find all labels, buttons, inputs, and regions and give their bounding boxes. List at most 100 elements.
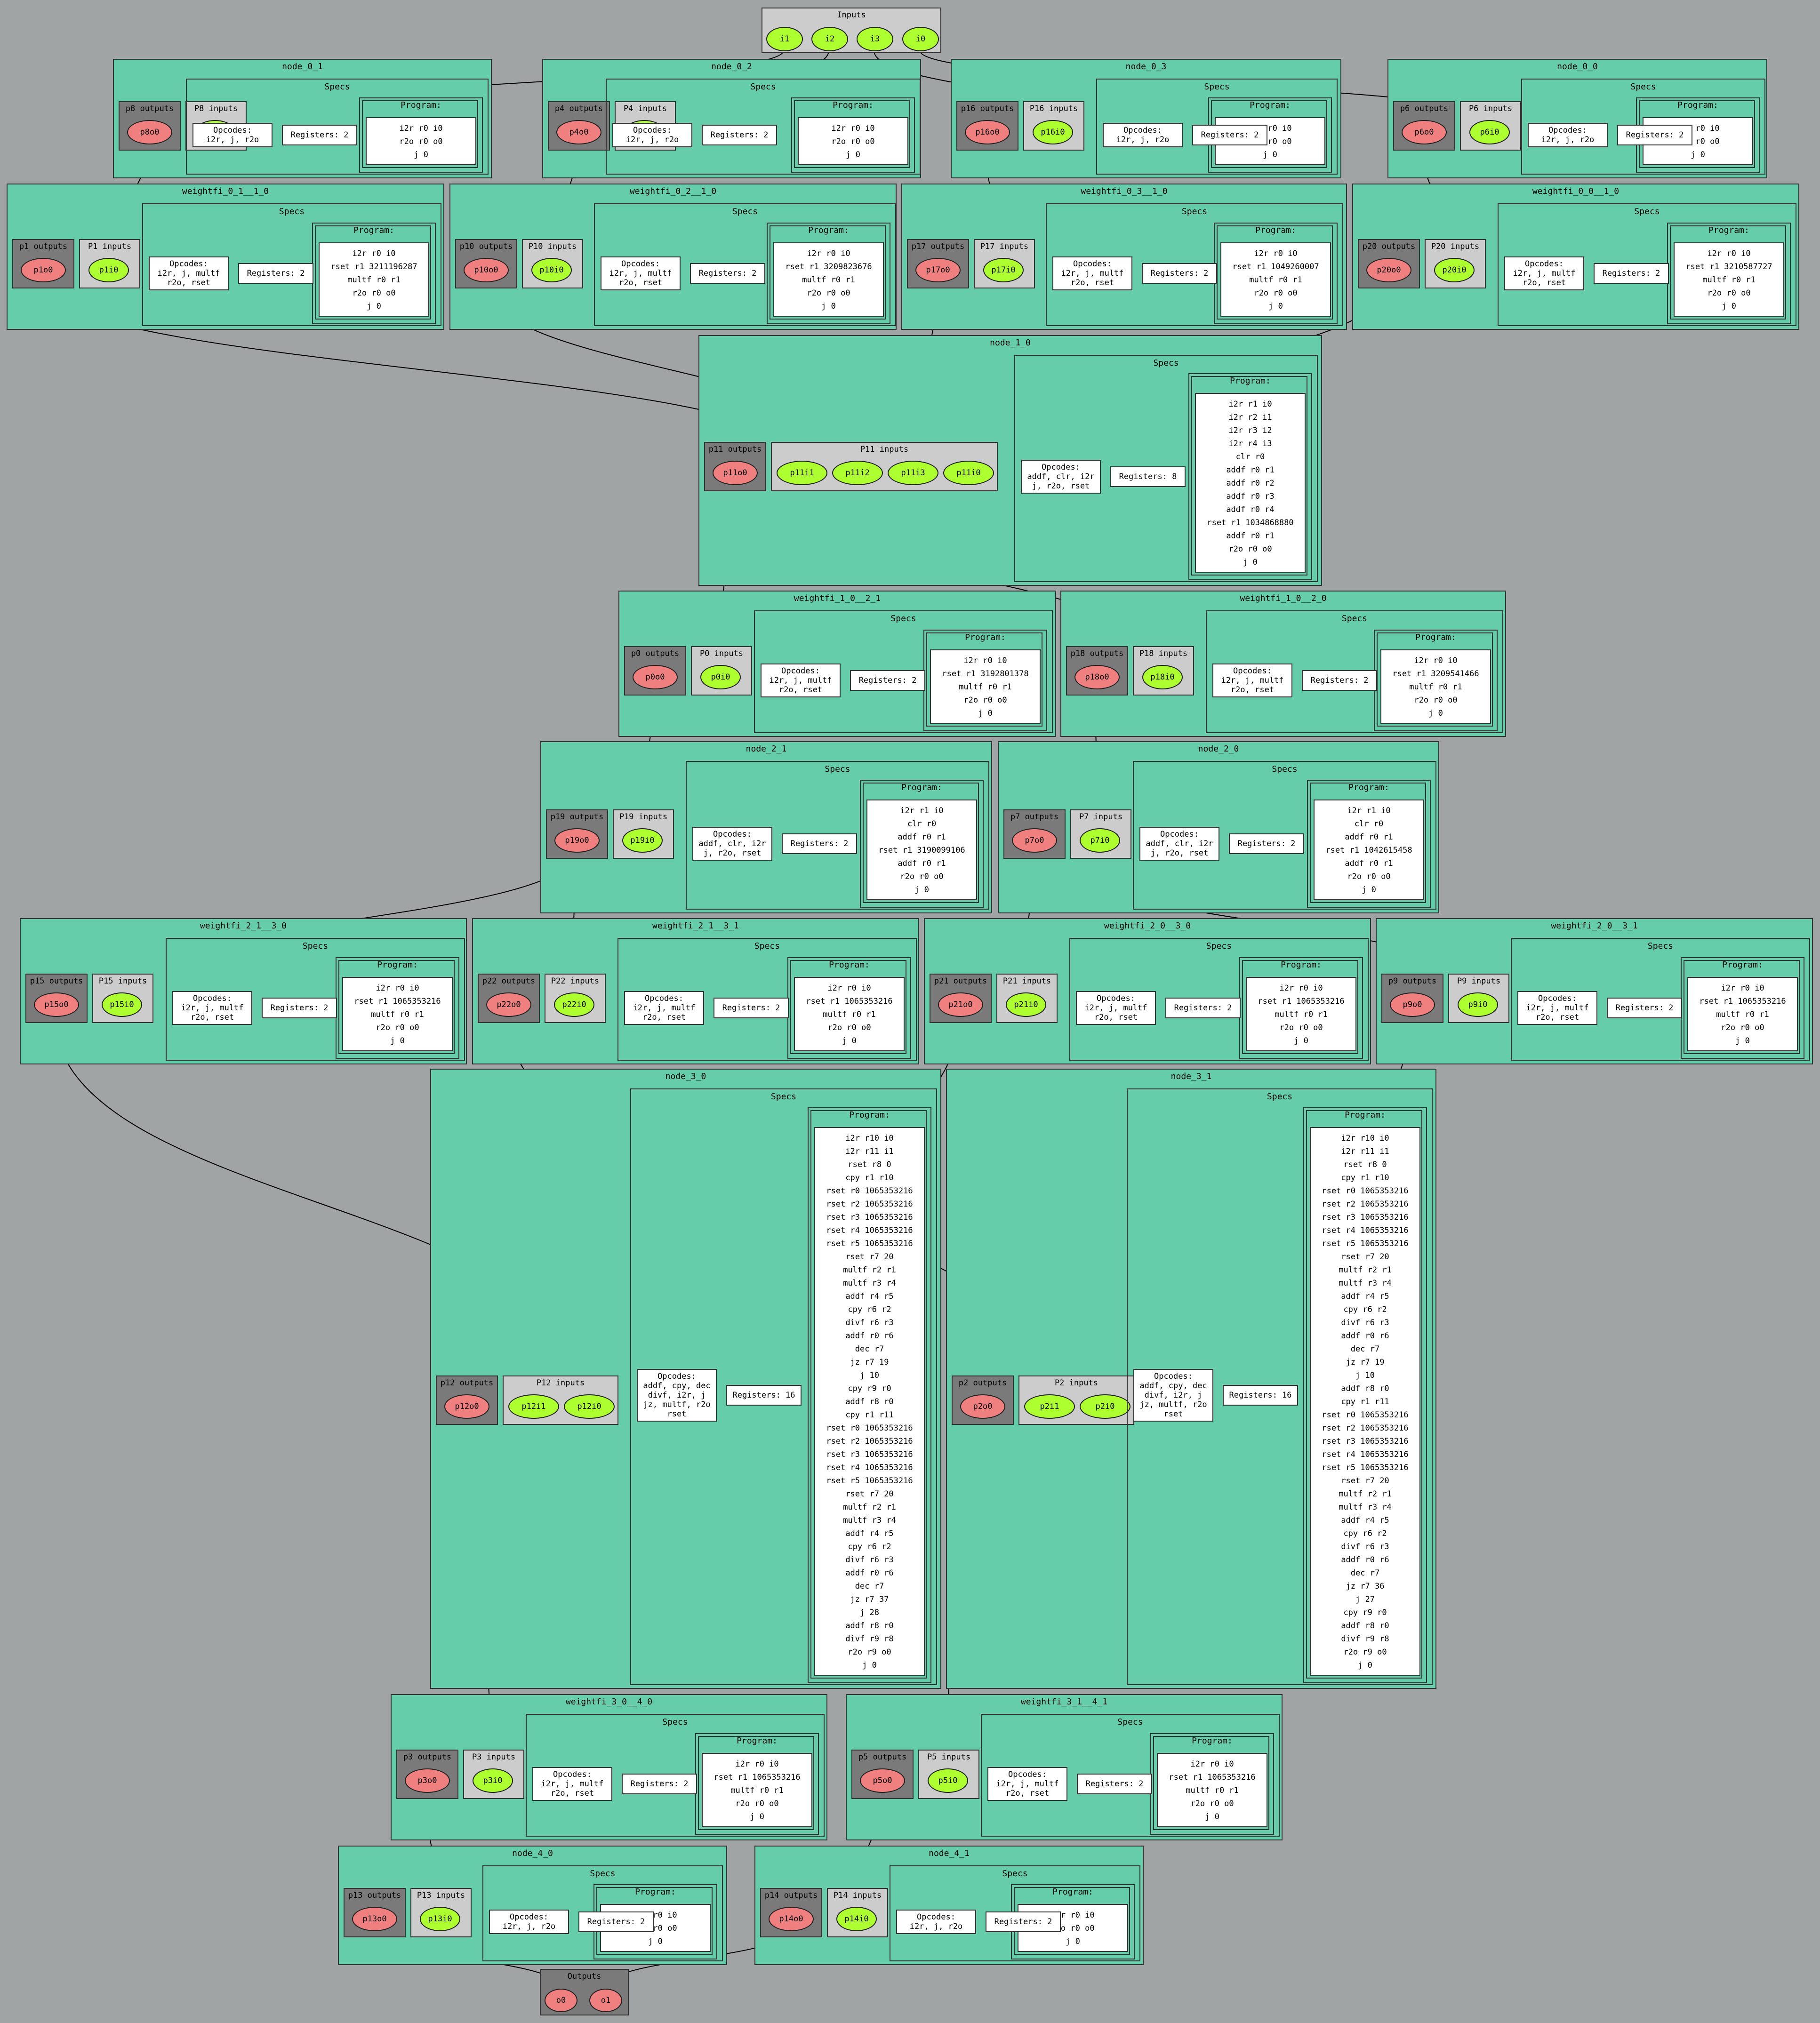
output-port-o0[interactable]: o0 — [545, 1989, 577, 2012]
input-port-p1i0[interactable]: p1i0 — [88, 258, 129, 282]
cluster-title: weightfi_3_0__4_0 — [565, 1697, 653, 1707]
input-port-p6i0[interactable]: p6i0 — [1469, 120, 1510, 144]
input-port-p9i0[interactable]: p9i0 — [1458, 992, 1498, 1017]
input-port-i1[interactable]: i1 — [766, 27, 803, 51]
output-port-p17o0[interactable]: p17o0 — [915, 258, 961, 282]
cluster-title: node_0_0 — [1557, 62, 1598, 72]
input-port-p15i0[interactable]: p15i0 — [102, 992, 142, 1017]
input-port-p14i0[interactable]: p14i0 — [836, 1907, 877, 1931]
output-port-p4o0[interactable]: p4o0 — [556, 120, 601, 144]
outputs-group-label: p2 outputs — [958, 1378, 1007, 1388]
output-port-p12o0[interactable]: p12o0 — [444, 1394, 489, 1419]
output-port-p0o0[interactable]: p0o0 — [633, 665, 678, 689]
output-port-p3o0[interactable]: p3o0 — [405, 1768, 450, 1793]
input-port-i2[interactable]: i2 — [811, 27, 848, 51]
output-port-o1[interactable]: o1 — [589, 1989, 622, 2012]
program-frame-inner — [790, 960, 906, 1054]
specs-title: Specs — [1634, 207, 1660, 216]
input-port-p3i0[interactable]: p3i0 — [473, 1768, 513, 1793]
input-port-p12i1[interactable]: p12i1 — [508, 1394, 559, 1419]
program-frame: Program:i2r r0 i0 rset r1 1065353216 mul… — [1150, 1733, 1274, 1835]
program-code: i2r r0 i0 rset r1 3211196287 multf r0 r1… — [319, 242, 429, 317]
cluster-title: node_0_2 — [711, 62, 752, 72]
input-port-p16i0[interactable]: p16i0 — [1033, 120, 1073, 144]
output-port-p10o0[interactable]: p10o0 — [464, 258, 509, 282]
program-frame-inner — [698, 1736, 814, 1830]
program-title: Program: — [1250, 100, 1291, 110]
output-port-p16o0[interactable]: p16o0 — [965, 120, 1010, 144]
input-port-p11i0[interactable]: p11i0 — [943, 461, 994, 485]
input-port-p13i0[interactable]: p13i0 — [420, 1907, 460, 1931]
input-port-p0i0[interactable]: p0i0 — [700, 665, 741, 689]
input-port-p12i0[interactable]: p12i0 — [564, 1394, 615, 1419]
output-port-p1o0[interactable]: p1o0 — [21, 258, 66, 282]
input-port-i3[interactable]: i3 — [857, 27, 893, 51]
opcodes-box: Opcodes: i2r, j, multf r2o, rset — [532, 1767, 612, 1801]
program-frame-inner — [810, 1110, 927, 1679]
program-code: i2r r0 i0 r2o r0 o0 j 0 — [798, 117, 908, 165]
input-port-p19i0[interactable]: p19i0 — [622, 828, 663, 853]
input-port-p18i0[interactable]: p18i0 — [1142, 665, 1183, 689]
outputs-group-label: p7 outputs — [1010, 812, 1059, 822]
specs-title: Specs — [825, 764, 850, 774]
output-port-p9o0[interactable]: p9o0 — [1390, 992, 1435, 1017]
output-port-p8o0[interactable]: p8o0 — [127, 120, 172, 144]
input-port-p5i0[interactable]: p5i0 — [928, 1768, 968, 1793]
specs-title: Specs — [1272, 764, 1298, 774]
output-port-p7o0[interactable]: p7o0 — [1012, 828, 1057, 853]
input-port-p2i0[interactable]: p2i0 — [1080, 1394, 1130, 1419]
output-port-p6o0[interactable]: p6o0 — [1402, 120, 1447, 144]
input-port-i0[interactable]: i0 — [902, 27, 939, 51]
opcodes-box: Opcodes: i2r, j, multf r2o, rset — [1076, 991, 1156, 1025]
input-port-p20i0[interactable]: p20i0 — [1434, 258, 1475, 282]
output-port-p20o0[interactable]: p20o0 — [1366, 258, 1411, 282]
inputs-group-label: P19 inputs — [619, 812, 668, 822]
input-port-p7i0[interactable]: p7i0 — [1080, 828, 1120, 853]
input-port-p21i0[interactable]: p21i0 — [1006, 992, 1046, 1017]
input-port-p11i1[interactable]: p11i1 — [777, 461, 827, 485]
program-title: Program: — [1348, 783, 1389, 792]
opcodes-box: Opcodes: i2r, j, multf r2o, rset — [1052, 256, 1132, 290]
program-frame-inner — [1310, 783, 1426, 903]
input-port-p11i2[interactable]: p11i2 — [832, 461, 883, 485]
registers-box: Registers: 2 — [782, 833, 857, 854]
output-port-p22o0[interactable]: p22o0 — [486, 992, 531, 1017]
output-port-p13o0[interactable]: p13o0 — [352, 1907, 397, 1931]
program-frame-inner — [362, 100, 478, 168]
registers-box: Registers: 8 — [1110, 466, 1186, 487]
output-port-p15o0[interactable]: p15o0 — [34, 992, 79, 1017]
opcodes-box: Opcodes: addf, clr, i2r j, r2o, rset — [1139, 827, 1219, 861]
output-port-p19o0[interactable]: p19o0 — [554, 828, 600, 853]
output-port-p18o0[interactable]: p18o0 — [1074, 665, 1120, 689]
specs-title: Specs — [754, 941, 780, 951]
program-title: Program: — [1345, 1110, 1386, 1120]
specs-title: Specs — [590, 1869, 616, 1879]
program-frame: Program:i2r r0 i0 rset r1 1065353216 mul… — [695, 1733, 819, 1835]
output-port-p5o0[interactable]: p5o0 — [860, 1768, 905, 1793]
registers-box: Registers: 16 — [726, 1385, 802, 1406]
input-port-p17i0[interactable]: p17i0 — [983, 258, 1024, 282]
program-frame-inner — [1191, 376, 1307, 576]
output-port-p21o0[interactable]: p21o0 — [938, 992, 983, 1017]
input-port-p10i0[interactable]: p10i0 — [531, 258, 572, 282]
input-port-p22i0[interactable]: p22i0 — [554, 992, 594, 1017]
input-port-p2i1[interactable]: p2i1 — [1024, 1394, 1075, 1419]
output-port-p2o0[interactable]: p2o0 — [960, 1394, 1005, 1419]
output-port-p14o0[interactable]: p14o0 — [769, 1907, 814, 1931]
outputs-label: Outputs — [567, 1972, 601, 1981]
registers-box: Registers: 2 — [1192, 125, 1267, 145]
output-port-p11o0[interactable]: p11o0 — [713, 461, 758, 485]
opcodes-box: Opcodes: i2r, j, multf r2o, rset — [172, 991, 252, 1025]
input-port-p11i3[interactable]: p11i3 — [888, 461, 938, 485]
specs-title: Specs — [1630, 82, 1656, 92]
specs-title: Specs — [324, 82, 350, 92]
